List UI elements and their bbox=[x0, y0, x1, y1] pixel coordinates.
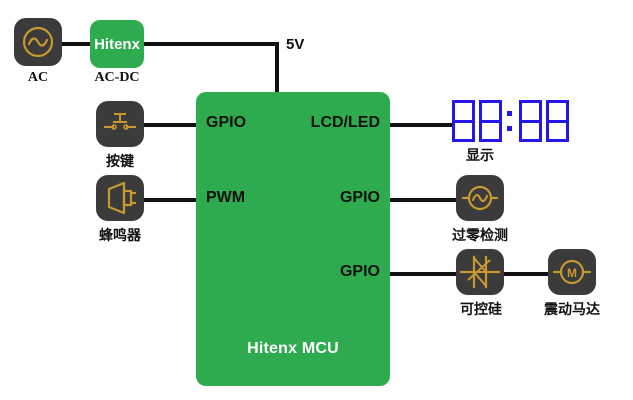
ac-dc-brand-label: Hitenx bbox=[94, 35, 140, 53]
triac-icon bbox=[460, 255, 500, 289]
mcu-pin-gpio-zerocross: GPIO bbox=[339, 189, 380, 206]
ac-dc-converter-tile[interactable]: Hitenx bbox=[90, 20, 144, 68]
svg-text:M: M bbox=[567, 266, 577, 280]
display-colon bbox=[506, 100, 515, 142]
wire-5v-vertical bbox=[275, 42, 279, 94]
motor-label: 震动马达 bbox=[544, 302, 600, 318]
display-digit-3 bbox=[519, 100, 542, 142]
motor-icon: M bbox=[553, 259, 591, 285]
mcu-title: Hitenx MCU bbox=[247, 340, 339, 357]
triac-tile[interactable] bbox=[456, 249, 504, 295]
display-digit-2 bbox=[479, 100, 502, 142]
mcu-block[interactable]: Hitenx MCU bbox=[196, 92, 390, 386]
mcu-pin-gpio-button: GPIO bbox=[206, 114, 247, 131]
display-digit-1 bbox=[452, 100, 475, 142]
voltage-rail-label: 5V bbox=[286, 36, 305, 53]
wire-ac-to-acdc bbox=[62, 42, 92, 46]
wire-lcd-to-display bbox=[388, 123, 454, 127]
zero-cross-label: 过零检测 bbox=[452, 228, 508, 244]
wire-gpio-to-zerocross bbox=[388, 198, 456, 202]
mcu-pin-gpio-triac: GPIO bbox=[339, 263, 380, 280]
colon-dot-top bbox=[507, 111, 512, 116]
mcu-pin-lcd-led: LCD/LED bbox=[310, 114, 380, 131]
wire-5v-horizontal bbox=[142, 42, 279, 46]
buzzer-speaker-icon bbox=[107, 181, 136, 215]
display-label: 显示 bbox=[466, 148, 494, 164]
seven-segment-display bbox=[452, 100, 573, 142]
zero-cross-detect-tile[interactable] bbox=[456, 175, 504, 221]
ac-source-icon bbox=[22, 26, 54, 58]
push-button-icon bbox=[104, 113, 136, 130]
buzzer-tile[interactable] bbox=[96, 175, 144, 221]
button-label: 按键 bbox=[106, 154, 134, 170]
wire-gpio-to-triac bbox=[388, 272, 456, 276]
ac-dc-label: AC-DC bbox=[94, 70, 140, 85]
vibration-motor-tile[interactable]: M bbox=[548, 249, 596, 295]
ac-source-label: AC bbox=[27, 70, 49, 85]
button-switch-tile[interactable] bbox=[96, 101, 144, 147]
triac-label: 可控硅 bbox=[460, 302, 502, 318]
zero-cross-detect-icon bbox=[462, 185, 498, 211]
buzzer-label: 蜂鸣器 bbox=[99, 228, 141, 244]
wire-button-to-gpio bbox=[144, 123, 199, 127]
colon-dot-bottom bbox=[507, 126, 512, 131]
wire-triac-to-motor bbox=[504, 272, 548, 276]
wire-buzzer-to-pwm bbox=[144, 198, 199, 202]
ac-source-tile[interactable] bbox=[14, 18, 62, 66]
display-digit-4 bbox=[546, 100, 569, 142]
mcu-pin-pwm-buzzer: PWM bbox=[206, 189, 246, 206]
